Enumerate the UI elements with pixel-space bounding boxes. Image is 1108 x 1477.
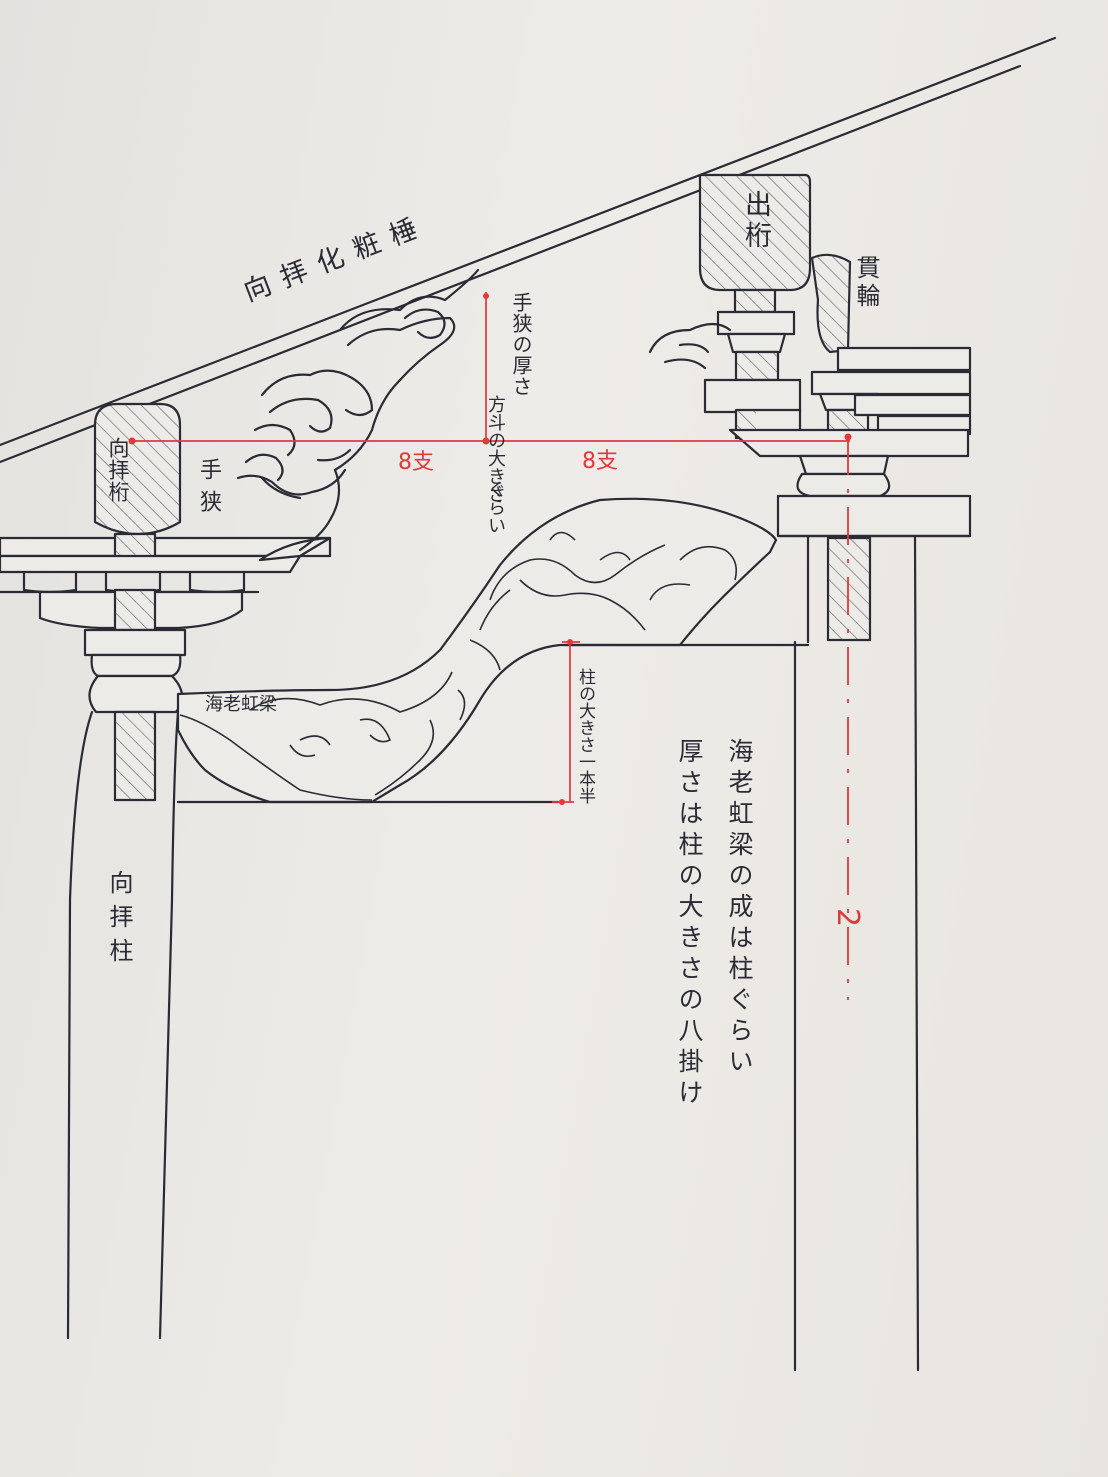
tebasami-label: 手狭 <box>196 458 221 522</box>
centerline-mark: 2 <box>830 907 866 928</box>
right-bracket-assembly <box>648 253 972 538</box>
roof-rafter-lines <box>0 36 1057 464</box>
masu-size-note: 方斗の大きさ <box>485 395 506 503</box>
left-column <box>66 710 180 1340</box>
dimension-lines <box>128 292 852 1000</box>
tebasami-carving <box>236 268 480 552</box>
detsuketa-section <box>698 173 812 292</box>
note-line-1: 海老虹梁の成は柱ぐらい <box>725 738 754 1079</box>
kohai-keta-section <box>93 402 182 536</box>
tebasami-thickness-note: 手狭の厚さ <box>509 292 533 397</box>
ebi-koryo-beam <box>176 497 810 804</box>
span-right-label: 8支 <box>582 449 618 474</box>
right-column <box>793 534 920 1372</box>
column-size-note: 柱の大きさ一本半 <box>575 668 595 804</box>
kohai-bashira-label: 向拝柱 <box>105 870 133 972</box>
ebi-koryo-label: 海老虹梁 <box>205 694 277 715</box>
left-bracket-assembly <box>0 532 332 714</box>
note-line-2: 厚さは柱の大きさの八掛け <box>675 738 704 1110</box>
tsuranowa-label: 貫輪 <box>852 255 880 311</box>
kohai-keta-label: 向拝桁 <box>106 437 130 503</box>
detsuketa-label: 出桁 <box>740 190 771 252</box>
masu-size-note-2: ぐらい <box>485 480 506 534</box>
span-left-label: 8支 <box>398 450 434 475</box>
